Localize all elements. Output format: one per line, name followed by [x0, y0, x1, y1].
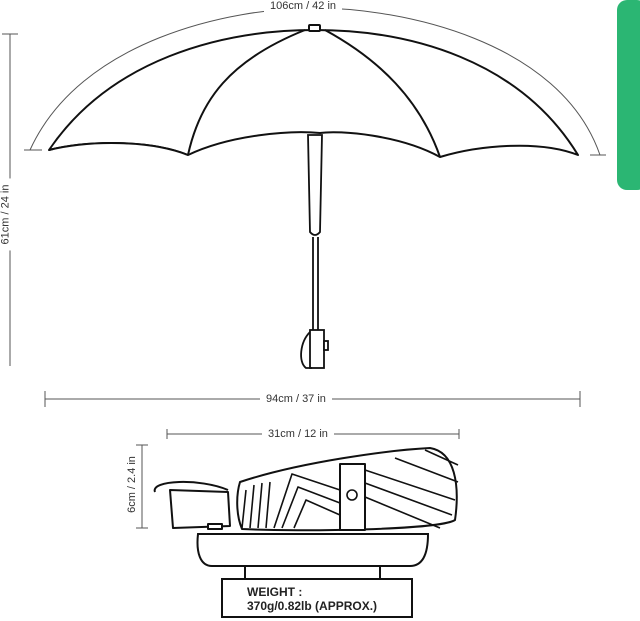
span-label: 94cm / 37 in — [260, 393, 332, 406]
open-height-label: 61cm / 24 in — [0, 178, 13, 251]
weight-label: WEIGHT : — [247, 585, 303, 599]
arc-width-label: 106cm / 42 in — [264, 0, 343, 13]
weight-value: 370g/0.82lb (APPROX.) — [247, 599, 378, 613]
weighing-scale — [196, 533, 430, 618]
weight-panel: WEIGHT : 370g/0.82lb (APPROX.) — [222, 580, 412, 618]
folded-height-dimension-line — [136, 444, 148, 529]
umbrella-canopy — [48, 24, 579, 158]
side-accent-tab[interactable] — [617, 0, 640, 190]
folded-umbrella — [153, 447, 459, 532]
umbrella-shaft — [300, 134, 329, 369]
folded-height-label: 6cm / 2.4 in — [125, 450, 139, 519]
folded-length-label: 31cm / 12 in — [262, 428, 334, 441]
